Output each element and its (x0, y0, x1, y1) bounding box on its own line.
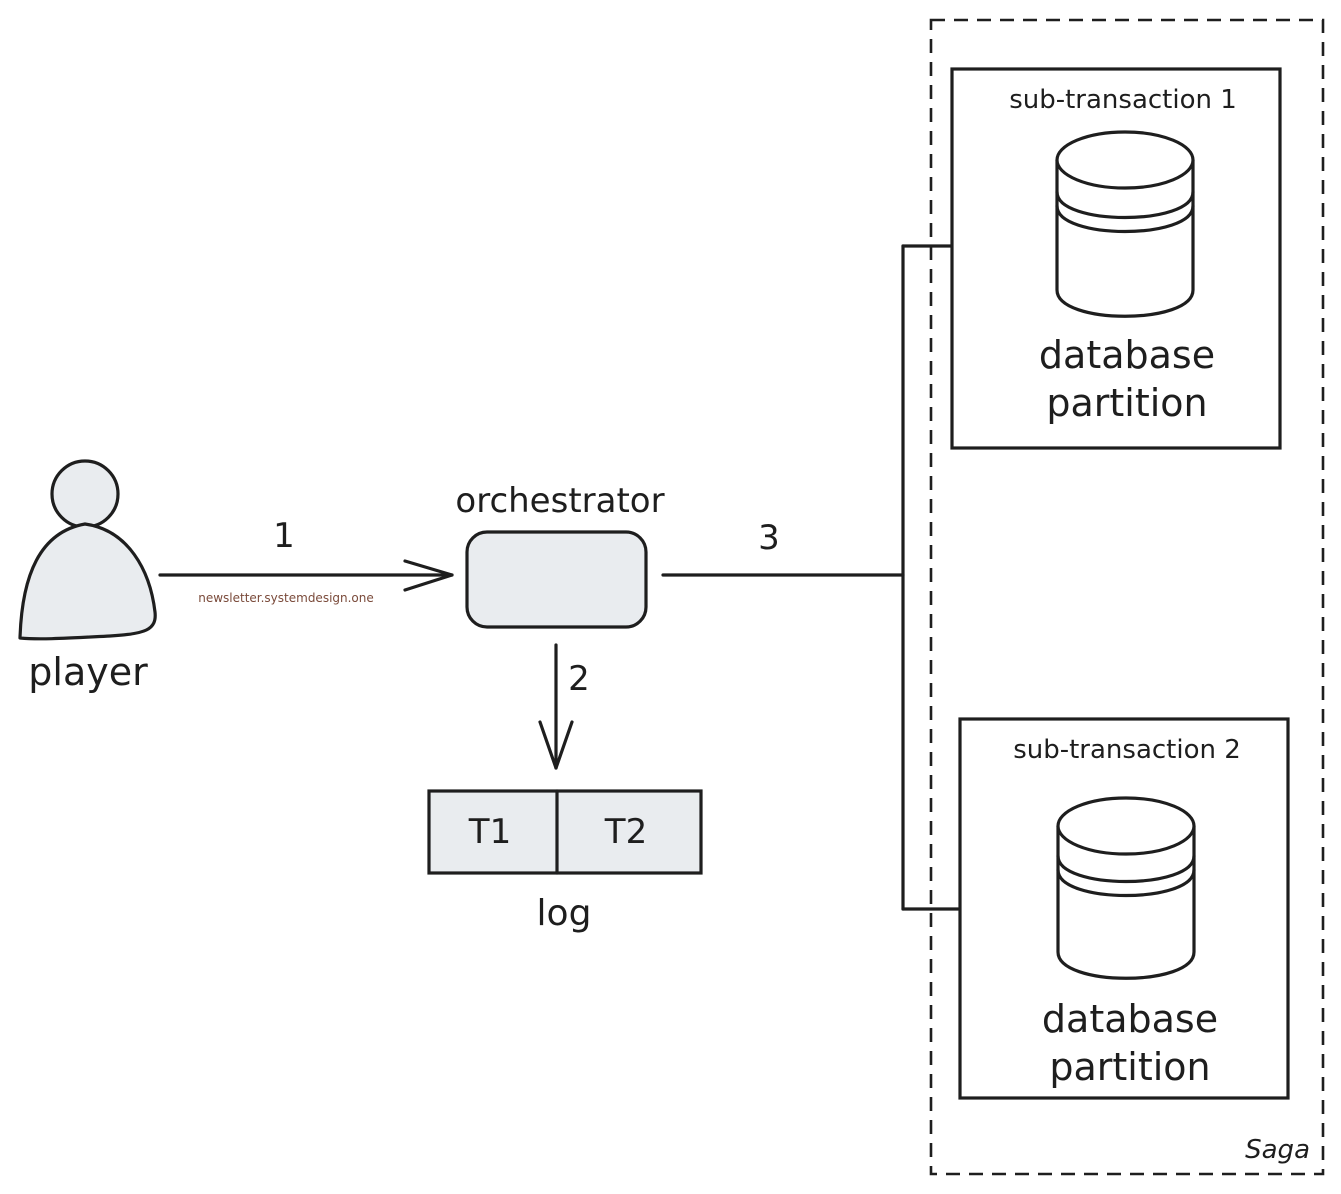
sub-transaction-2-title: sub-transaction 2 (1013, 735, 1241, 765)
sub-transaction-1-title: sub-transaction 1 (1009, 85, 1237, 115)
step-1-label: 1 (273, 516, 295, 556)
step-2-label: 2 (568, 659, 590, 699)
database-1-label-line1: database (1039, 333, 1215, 377)
arrow-orchestrator-to-log (538, 643, 574, 770)
arrow-player-to-orchestrator (158, 559, 454, 592)
database-2-label-line2: partition (1049, 1045, 1210, 1089)
database-icon (1056, 796, 1196, 980)
database-1-label-line2: partition (1046, 381, 1207, 425)
orchestrator-label: orchestrator (455, 481, 664, 521)
log-cell-t2: T2 (604, 812, 647, 852)
player-icon (18, 459, 157, 641)
connector-orchestrator-to-saga (661, 244, 960, 911)
saga-label: Saga (1245, 1135, 1310, 1165)
orchestrator-box (465, 530, 648, 629)
database-icon (1055, 130, 1195, 318)
database-2-label-line1: database (1042, 997, 1218, 1041)
step-3-label: 3 (758, 518, 780, 558)
saga-boundary (929, 18, 1325, 1176)
log-box (427, 789, 703, 875)
log-label: log (537, 893, 592, 934)
watermark: newsletter.systemdesign.one (198, 591, 374, 605)
player-label: player (28, 650, 148, 694)
log-cell-t1: T1 (468, 812, 511, 852)
